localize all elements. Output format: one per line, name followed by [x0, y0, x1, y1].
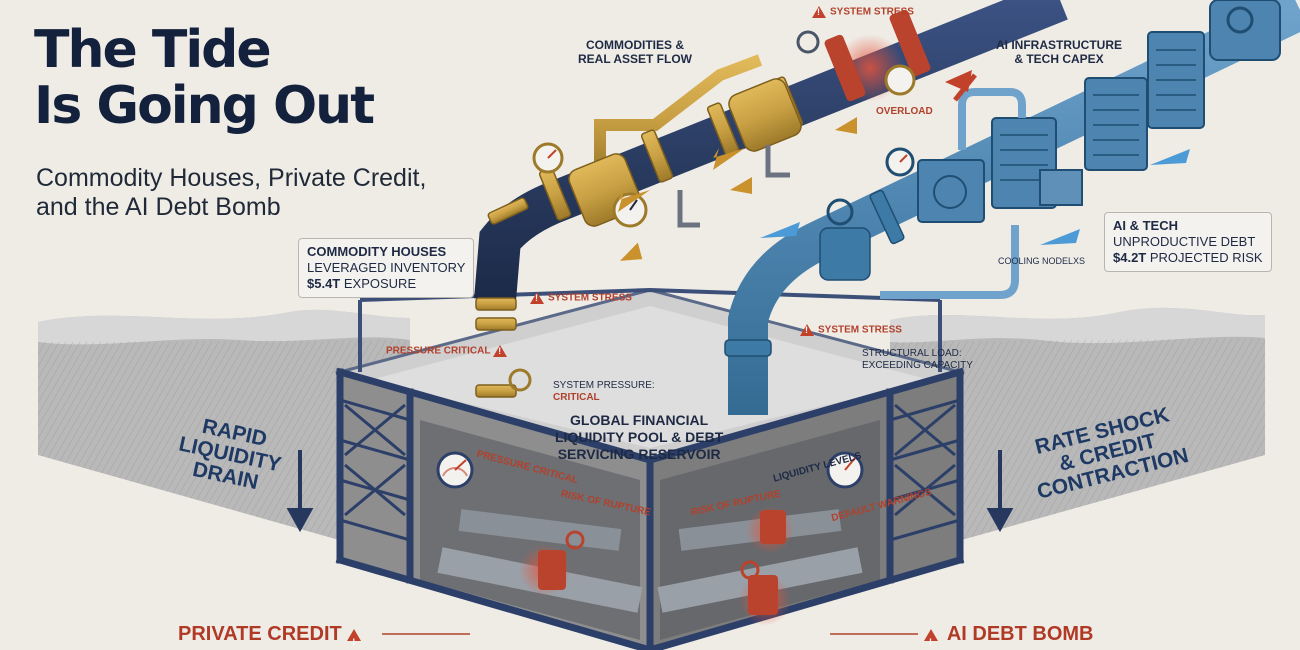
system-pressure-label: SYSTEM PRESSURE: CRITICAL: [553, 380, 655, 403]
system-pressure-critical: CRITICAL: [553, 392, 600, 403]
structural-load-label: STRUCTURAL LOAD: EXCEEDING CAPACITY: [862, 348, 973, 372]
warning-text: SYSTEM STRESS: [830, 6, 914, 18]
ai-debt-bomb-label: AI DEBT BOMB: [924, 622, 1094, 650]
flow-arrows-blue: [760, 149, 1190, 245]
commodity-box-value: $5.4T: [307, 276, 341, 291]
private-credit-label: PRIVATE CREDIT: [178, 622, 365, 650]
internal-pipes: [437, 506, 863, 626]
ai-box-title: AI & TECH: [1113, 218, 1178, 233]
ai-tech-box: AI & TECH UNPRODUCTIVE DEBT $4.2T PROJEC…: [1104, 212, 1272, 272]
ai-box-value-label: PROJECTED RISK: [1149, 250, 1263, 265]
commodities-flow-line-1: COMMODITIES &: [586, 38, 684, 52]
warning-icon: [347, 628, 362, 650]
structural-load-line-1: STRUCTURAL LOAD:: [862, 348, 962, 359]
ai-pipe: [724, 0, 1300, 415]
gauge-left: [436, 451, 474, 489]
ai-infra-label: AI INFRASTRUCTURE & TECH CAPEX: [996, 38, 1122, 66]
commodity-box-value-label: EXPOSURE: [343, 276, 417, 291]
warning-icon: [800, 324, 814, 336]
commodity-box-line-2: LEVERAGED INVENTORY: [307, 260, 466, 275]
structural-load-line-2: EXCEEDING CAPACITY: [862, 360, 973, 371]
reservoir-line-3: SERVICING RESERVOIR: [557, 446, 721, 462]
commodity-pipe: [474, 0, 1068, 418]
ai-debt-bomb-text: AI DEBT BOMB: [946, 623, 1094, 645]
commodities-flow-label: COMMODITIES & REAL ASSET FLOW: [578, 38, 692, 66]
water-left: [38, 309, 410, 560]
reservoir-line-1: GLOBAL FINANCIAL: [570, 412, 709, 428]
ai-infra-line-1: AI INFRASTRUCTURE: [996, 38, 1122, 52]
reservoir-label: GLOBAL FINANCIAL LIQUIDITY POOL & DEBT S…: [555, 412, 723, 463]
warning-system-stress-left: SYSTEM STRESS: [530, 292, 632, 304]
page-title: The Tide Is Going Out: [34, 20, 375, 136]
reservoir-line-2: LIQUIDITY POOL & DEBT: [555, 429, 724, 445]
title-line-1: The Tide: [34, 20, 272, 80]
warning-system-stress-top: SYSTEM STRESS: [812, 6, 914, 18]
warning-overload: OVERLOAD: [876, 106, 933, 117]
warning-pressure-critical: PRESSURE CRITICAL: [386, 345, 511, 357]
commodities-flow-line-2: REAL ASSET FLOW: [578, 52, 692, 66]
ai-infra-line-2: & TECH CAPEX: [1014, 52, 1104, 66]
warning-icon: [493, 345, 508, 357]
warning-system-stress-right: SYSTEM STRESS: [800, 324, 902, 336]
page-subtitle: Commodity Houses, Private Credit, and th…: [36, 164, 426, 222]
ai-box-line-2: UNPRODUCTIVE DEBT: [1113, 234, 1256, 249]
private-credit-text: PRIVATE CREDIT: [178, 623, 342, 645]
flow-arrows-brass: [618, 117, 857, 261]
flow-arrows-red: [945, 70, 977, 102]
system-pressure-text: SYSTEM PRESSURE:: [553, 380, 655, 391]
commodity-box-title: COMMODITY HOUSES: [307, 244, 447, 259]
warning-text: PRESSURE CRITICAL: [386, 345, 491, 357]
subtitle-line-2: and the AI Debt Bomb: [36, 193, 281, 221]
warning-text: SYSTEM STRESS: [548, 292, 632, 304]
warning-icon: [924, 628, 938, 650]
commodity-houses-box: COMMODITY HOUSES LEVERAGED INVENTORY $5.…: [298, 238, 475, 298]
warning-text: SYSTEM STRESS: [818, 324, 902, 336]
subtitle-line-1: Commodity Houses, Private Credit,: [36, 164, 427, 192]
drain-arrows: [286, 450, 1014, 533]
warning-icon: [812, 6, 826, 18]
ai-box-value: $4.2T: [1113, 250, 1147, 265]
water-right: [890, 307, 1265, 560]
warning-icon: [530, 292, 544, 304]
gauge-right: [826, 451, 864, 489]
title-line-2: Is Going Out: [34, 76, 375, 136]
cooling-nodes-label: COOLING NODELXS: [998, 256, 1086, 266]
